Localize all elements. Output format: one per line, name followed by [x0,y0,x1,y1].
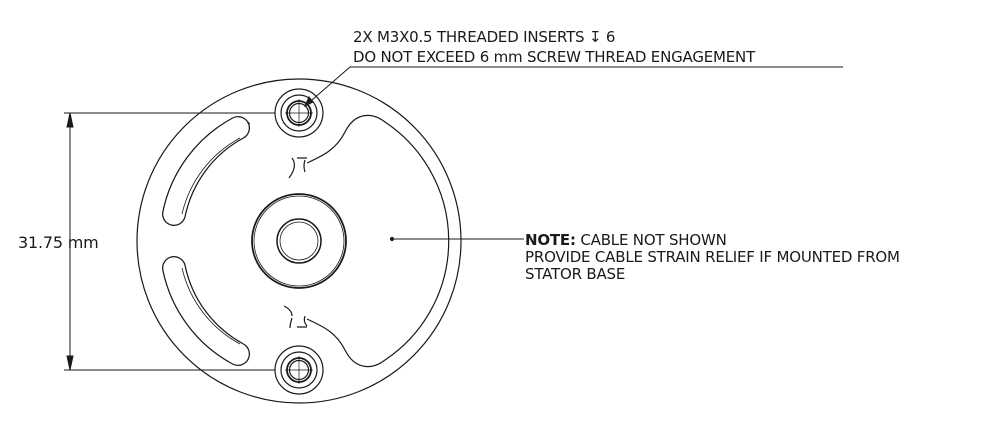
insert-callout-line1: 2X M3X0.5 THREADED INSERTS ↧ 6 [353,28,616,46]
edge-mark-top [288,157,307,179]
edge-mark-bottom [283,305,308,329]
dimension-lines [64,112,275,371]
slot-lower [162,256,250,366]
slot-upper [162,116,251,226]
note-line3: STATOR BASE [525,265,626,283]
center-boss [251,193,347,289]
note-text: CABLE NOT SHOWN [580,231,727,249]
outer-body-circle [136,78,462,404]
note-line1: NOTE: CABLE NOT SHOWN [525,232,727,248]
note-label: NOTE: [525,231,576,249]
cutout-outline [306,114,450,368]
note-leader [389,236,524,242]
insert-leader [303,66,843,108]
insert-callout-line2: DO NOT EXCEED 6 mm SCREW THREAD ENGAGEME… [353,48,756,66]
dimension-value: 31.75 mm [18,233,99,252]
threaded-insert-bottom [274,345,324,395]
threaded-insert-top [274,88,324,138]
note-line2: PROVIDE CABLE STRAIN RELIEF IF MOUNTED F… [525,248,900,266]
